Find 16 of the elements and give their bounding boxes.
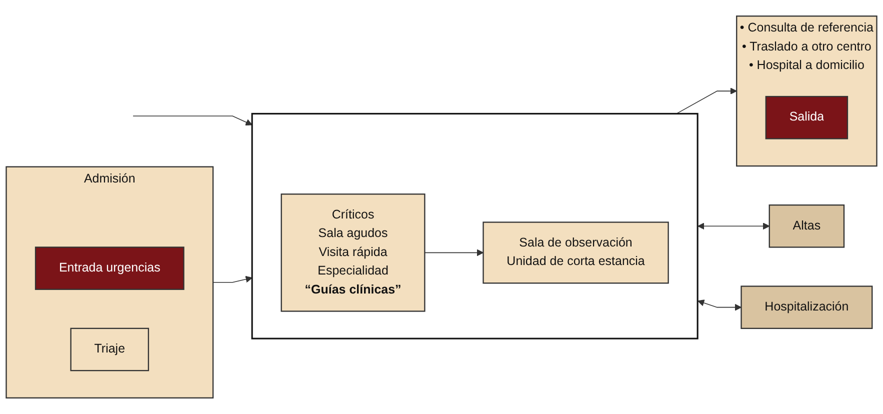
node-box [280,194,426,312]
node-box [765,96,848,140]
node-box [740,286,873,329]
cluster [6,166,214,398]
node-box [482,222,669,284]
node-box [768,204,845,248]
cluster [736,16,878,167]
arrow [212,276,252,283]
arrow [132,116,252,126]
arrow [698,300,742,311]
node-box [70,328,150,372]
arrow [698,222,770,230]
node-box [34,246,184,290]
arrow [424,249,484,256]
arrow [676,88,737,114]
cluster [251,112,698,340]
